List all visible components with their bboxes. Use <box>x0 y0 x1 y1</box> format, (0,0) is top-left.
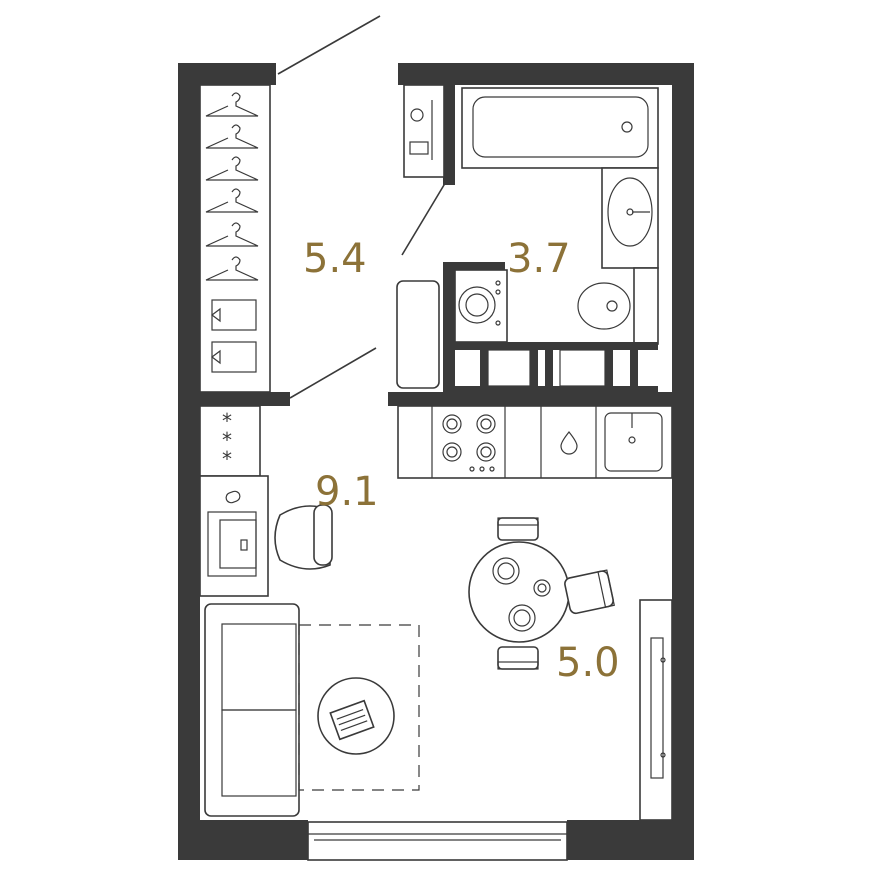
dining-chair-right <box>564 569 615 615</box>
svg-text:*: * <box>222 447 232 471</box>
area-label-wardrobe: 5.4 <box>303 236 367 282</box>
dining-table-icon <box>468 541 570 643</box>
rug <box>298 624 420 791</box>
stove-icon <box>442 414 496 472</box>
heater-icon: * * * <box>199 405 261 477</box>
bathroom <box>403 84 659 392</box>
dining-chair-bottom <box>497 646 539 670</box>
wardrobe <box>199 84 271 393</box>
desk-icon <box>199 475 269 597</box>
washing-machine-icon <box>454 269 508 343</box>
dining-chair-top <box>497 517 539 541</box>
corridor-bench <box>396 280 440 389</box>
bathroom-partition <box>455 342 658 392</box>
svg-text:*: * <box>222 428 232 452</box>
hanger-icon <box>205 92 259 281</box>
kitchen-sink-icon <box>604 412 663 472</box>
water-drop-icon <box>560 431 578 455</box>
svg-text:*: * <box>222 409 232 433</box>
chair-icon <box>274 504 333 570</box>
sofa-icon <box>204 603 300 817</box>
doors <box>277 15 448 399</box>
shirt-icon <box>211 299 257 373</box>
area-label-bathroom: 3.7 <box>507 236 571 282</box>
interior-walls <box>178 85 694 406</box>
tv-icon <box>639 599 673 821</box>
area-label-living: 9.1 <box>315 469 379 515</box>
laundry-shelf <box>403 84 445 178</box>
sink-icon <box>601 167 659 269</box>
toilet-icon <box>577 267 659 345</box>
bathtub-icon <box>461 87 659 169</box>
newspaper-icon <box>317 677 395 755</box>
kitchen-counter <box>397 405 673 479</box>
window <box>307 821 568 861</box>
outer-walls <box>178 63 694 860</box>
area-label-kitchen: 5.0 <box>556 640 620 686</box>
